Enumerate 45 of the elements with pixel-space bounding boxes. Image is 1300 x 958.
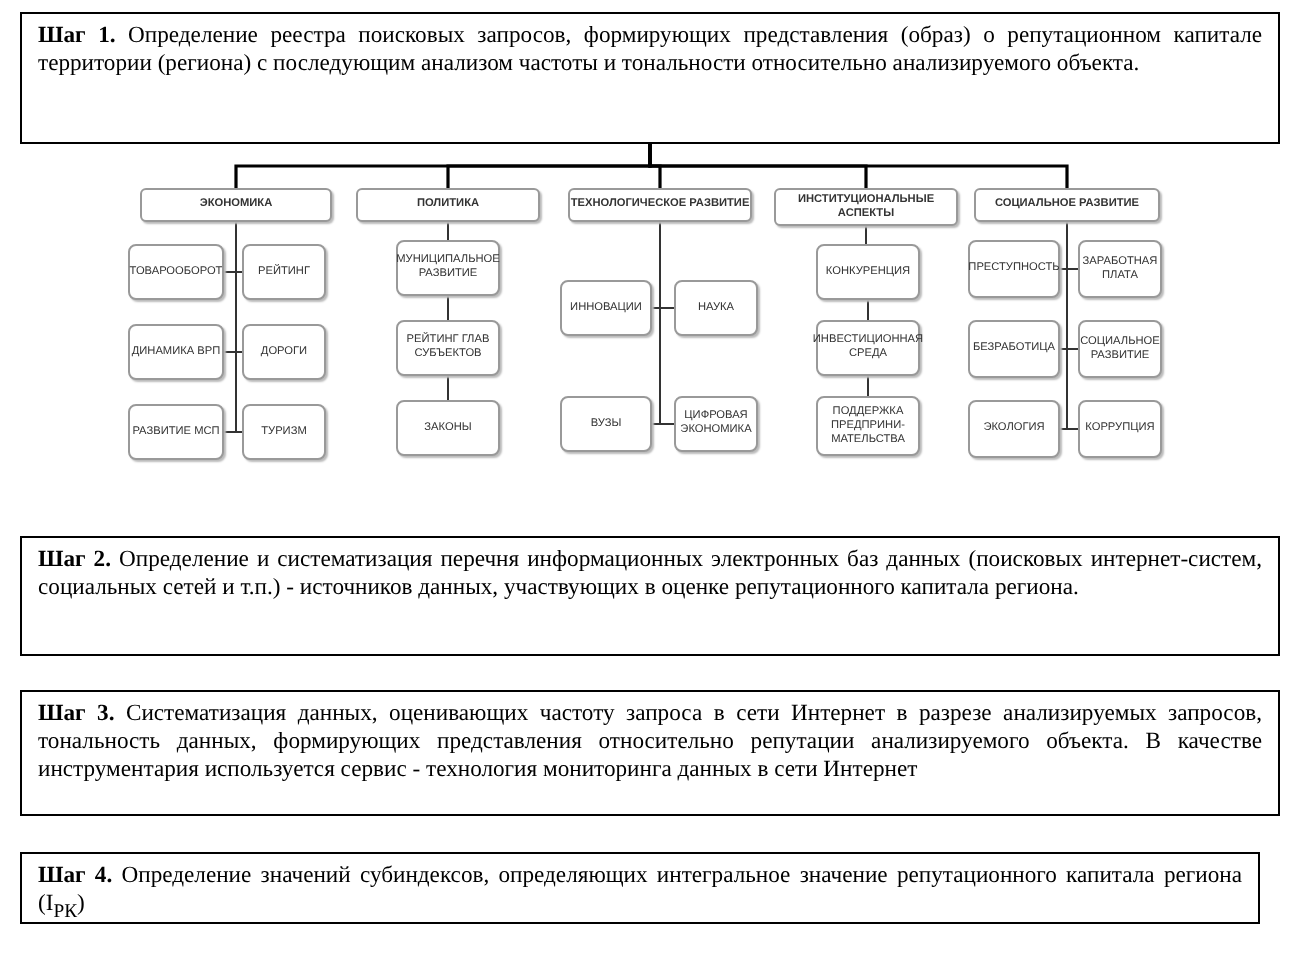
step-text: Шаг 3. Систематизация данных, оценивающих частоту запроса в сети Интернет в разрезе анализируемых запросов, тональность данных, формирующих представления относительно репутации анализируемого объекта. В качестве инструментария используется сервис - технология мониторинга данных в сети Интернет xyxy=(38,700,1262,784)
connector-line xyxy=(867,375,869,397)
category-box xyxy=(356,188,540,222)
connector-line xyxy=(659,221,675,425)
factor-box xyxy=(1078,240,1162,298)
factor-box xyxy=(128,244,224,300)
factor-box xyxy=(1078,400,1162,458)
category-box xyxy=(568,188,752,222)
step-text: Шаг 1. Определение реестра поисковых запросов, формирующих представления (образ) о репутационном капитале территории (региона) с последующим анализом частоты и тональности относительно анализируемого объекта. xyxy=(38,22,1262,78)
step-box xyxy=(20,536,1280,656)
factor-box xyxy=(674,280,758,336)
connector-line xyxy=(867,299,869,321)
factor-box xyxy=(968,320,1060,378)
factor-box xyxy=(1078,320,1162,378)
factor-box xyxy=(816,396,920,456)
factor-box xyxy=(242,244,326,300)
factor-box xyxy=(674,396,758,452)
factor-box xyxy=(242,324,326,380)
step-text: Шаг 2. Определение и систематизация перечня информационных электронных баз данных (поисковых интернет-систем, социальных сетей и т.п.) - источников данных, участвующих в оценке репутационного капитала региона. xyxy=(38,546,1262,602)
factor-box xyxy=(560,396,652,452)
step-box xyxy=(20,12,1280,144)
connector-line xyxy=(447,295,449,321)
step-box xyxy=(20,852,1260,924)
factor-box xyxy=(128,324,224,380)
category-box xyxy=(774,188,958,226)
factor-box xyxy=(396,320,500,376)
step-text: Шаг 4. Определение значений субиндексов, определяющих интегральное значение репутационного капитала региона (I$_{РК}$) xyxy=(38,862,1242,927)
factor-box xyxy=(242,404,326,460)
factor-box xyxy=(128,404,224,460)
category-box xyxy=(140,188,332,222)
connector-line xyxy=(648,144,1069,188)
connector-line xyxy=(1066,221,1079,430)
factor-box xyxy=(816,244,920,300)
step-box xyxy=(20,690,1280,816)
factor-box xyxy=(560,280,652,336)
factor-box xyxy=(968,240,1060,298)
factor-box xyxy=(396,400,500,456)
connector-line xyxy=(447,221,449,241)
factor-box xyxy=(816,320,920,376)
category-box xyxy=(974,188,1160,222)
connector-line xyxy=(235,221,243,433)
factor-box xyxy=(396,240,500,296)
factor-box xyxy=(968,400,1060,458)
connector-line xyxy=(447,375,449,401)
connector-line xyxy=(865,225,867,245)
